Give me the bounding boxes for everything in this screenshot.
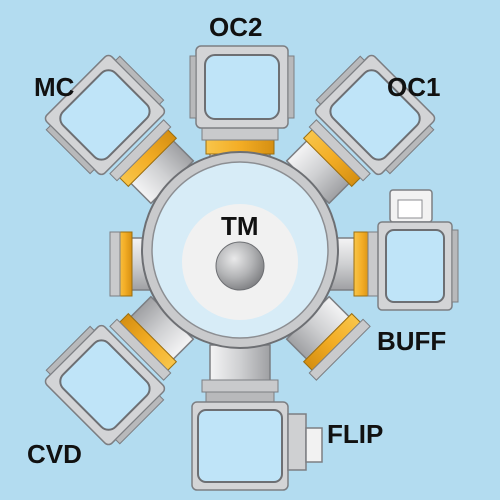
label-tm: TM — [221, 211, 259, 241]
label-buff: BUFF — [377, 326, 446, 356]
chamber-buff[interactable] — [377, 189, 459, 311]
chamber-flip[interactable] — [191, 401, 323, 491]
label-mc: MC — [34, 72, 75, 102]
chamber-oc2[interactable] — [189, 45, 295, 129]
port-lower-left — [109, 295, 195, 381]
label-oc1: OC1 — [387, 72, 440, 102]
port-upper-right — [285, 119, 371, 205]
chamber-cvd[interactable] — [39, 319, 171, 451]
port-bottom — [201, 344, 279, 403]
transfer-module[interactable] — [141, 151, 339, 349]
port-lower-right — [285, 295, 371, 381]
label-oc2: OC2 — [209, 12, 262, 42]
chamber-oc1[interactable] — [309, 49, 441, 181]
label-flip: FLIP — [327, 419, 383, 449]
label-cvd: CVD — [27, 439, 82, 469]
chamber-mc[interactable] — [39, 49, 171, 181]
